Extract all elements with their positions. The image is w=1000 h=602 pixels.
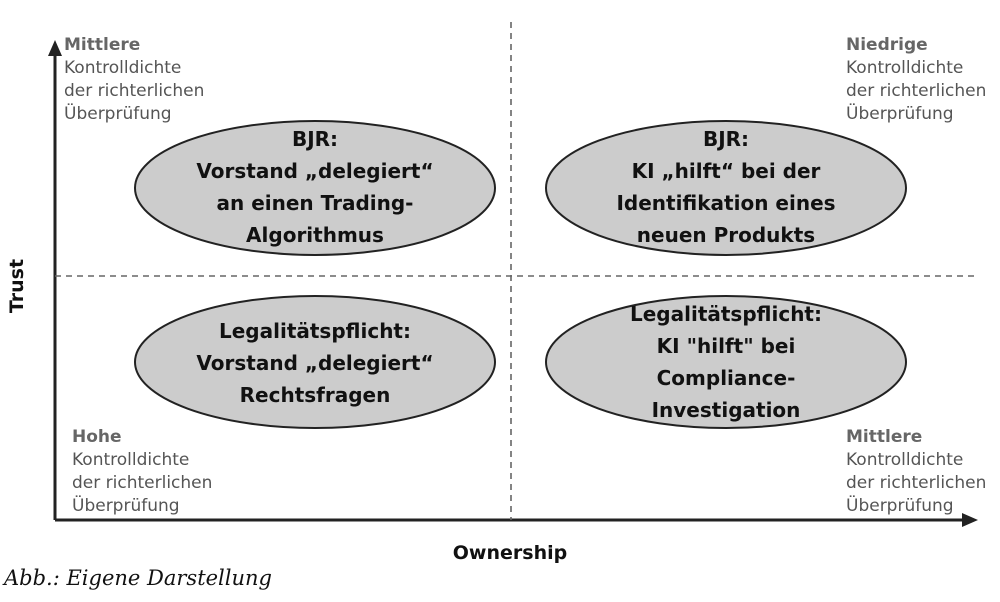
quadrant-line: Algorithmus [246, 223, 384, 247]
quadrant-line: Compliance- [656, 366, 796, 390]
corner-line: Kontrolldichte [846, 450, 964, 470]
corner-line: Kontrolldichte [64, 58, 182, 78]
corner-line: Überprüfung [72, 496, 180, 516]
quadrant-line: Identifikation eines [616, 191, 836, 215]
x-axis-arrow [962, 513, 978, 527]
quadrant-line: KI „hilft“ bei der [631, 159, 821, 183]
oval-bottom-left [134, 295, 496, 429]
oval-top-left [134, 120, 496, 256]
corner-line: der richterlichen [64, 81, 205, 101]
quadrant-text-top-left: BJR: Vorstand „delegiert“ an einen Tradi… [135, 123, 495, 251]
corner-line: Überprüfung [846, 104, 954, 124]
quadrant-line: Vorstand „delegiert“ [196, 351, 434, 375]
figure-caption: Abb.: Eigene Darstellung [4, 566, 272, 590]
quadrant-line: BJR: [702, 127, 750, 151]
corner-label-bottom-left: Hohe Kontrolldichte der richterlichen Üb… [72, 426, 212, 518]
quadrant-line: Vorstand „delegiert“ [196, 159, 434, 183]
quadrant-line: BJR: [291, 127, 339, 151]
quadrant-line: neuen Produkts [636, 223, 816, 247]
quadrant-text-bottom-left: Legalitätspflicht: Vorstand „delegiert“ … [135, 315, 495, 411]
quadrant-line: Legalitätspflicht: [218, 319, 411, 343]
oval-bottom-right [545, 295, 907, 429]
corner-level: Hohe [72, 427, 122, 447]
corner-line: Kontrolldichte [846, 58, 964, 78]
y-axis-label: Trust [6, 258, 28, 314]
x-axis-label: Ownership [452, 542, 568, 564]
quadrant-line: an einen Trading- [216, 191, 414, 215]
y-axis-arrow [48, 40, 62, 56]
corner-line: Überprüfung [64, 104, 172, 124]
corner-level: Mittlere [64, 35, 141, 55]
quadrant-line: KI "hilft" bei [656, 334, 796, 358]
corner-line: der richterlichen [72, 473, 213, 493]
quadrant-text-bottom-right: Legalitätspflicht: KI "hilft" bei Compli… [546, 298, 906, 426]
quadrant-text-top-right: BJR: KI „hilft“ bei der Identifikation e… [546, 123, 906, 251]
corner-line: der richterlichen [846, 81, 987, 101]
corner-level: Niedrige [846, 35, 928, 55]
quadrant-line: Investigation [651, 398, 801, 422]
corner-label-top-right: Niedrige Kontrolldichte der richterliche… [846, 34, 986, 126]
corner-line: Kontrolldichte [72, 450, 190, 470]
corner-line: Überprüfung [846, 496, 954, 516]
quadrant-line: Legalitätspflicht: [629, 302, 822, 326]
corner-label-top-left: Mittlere Kontrolldichte der richterliche… [64, 34, 204, 126]
oval-top-right [545, 120, 907, 256]
corner-line: der richterlichen [846, 473, 987, 493]
corner-label-bottom-right: Mittlere Kontrolldichte der richterliche… [846, 426, 986, 518]
corner-level: Mittlere [846, 427, 923, 447]
quadrant-line: Rechtsfragen [239, 383, 391, 407]
